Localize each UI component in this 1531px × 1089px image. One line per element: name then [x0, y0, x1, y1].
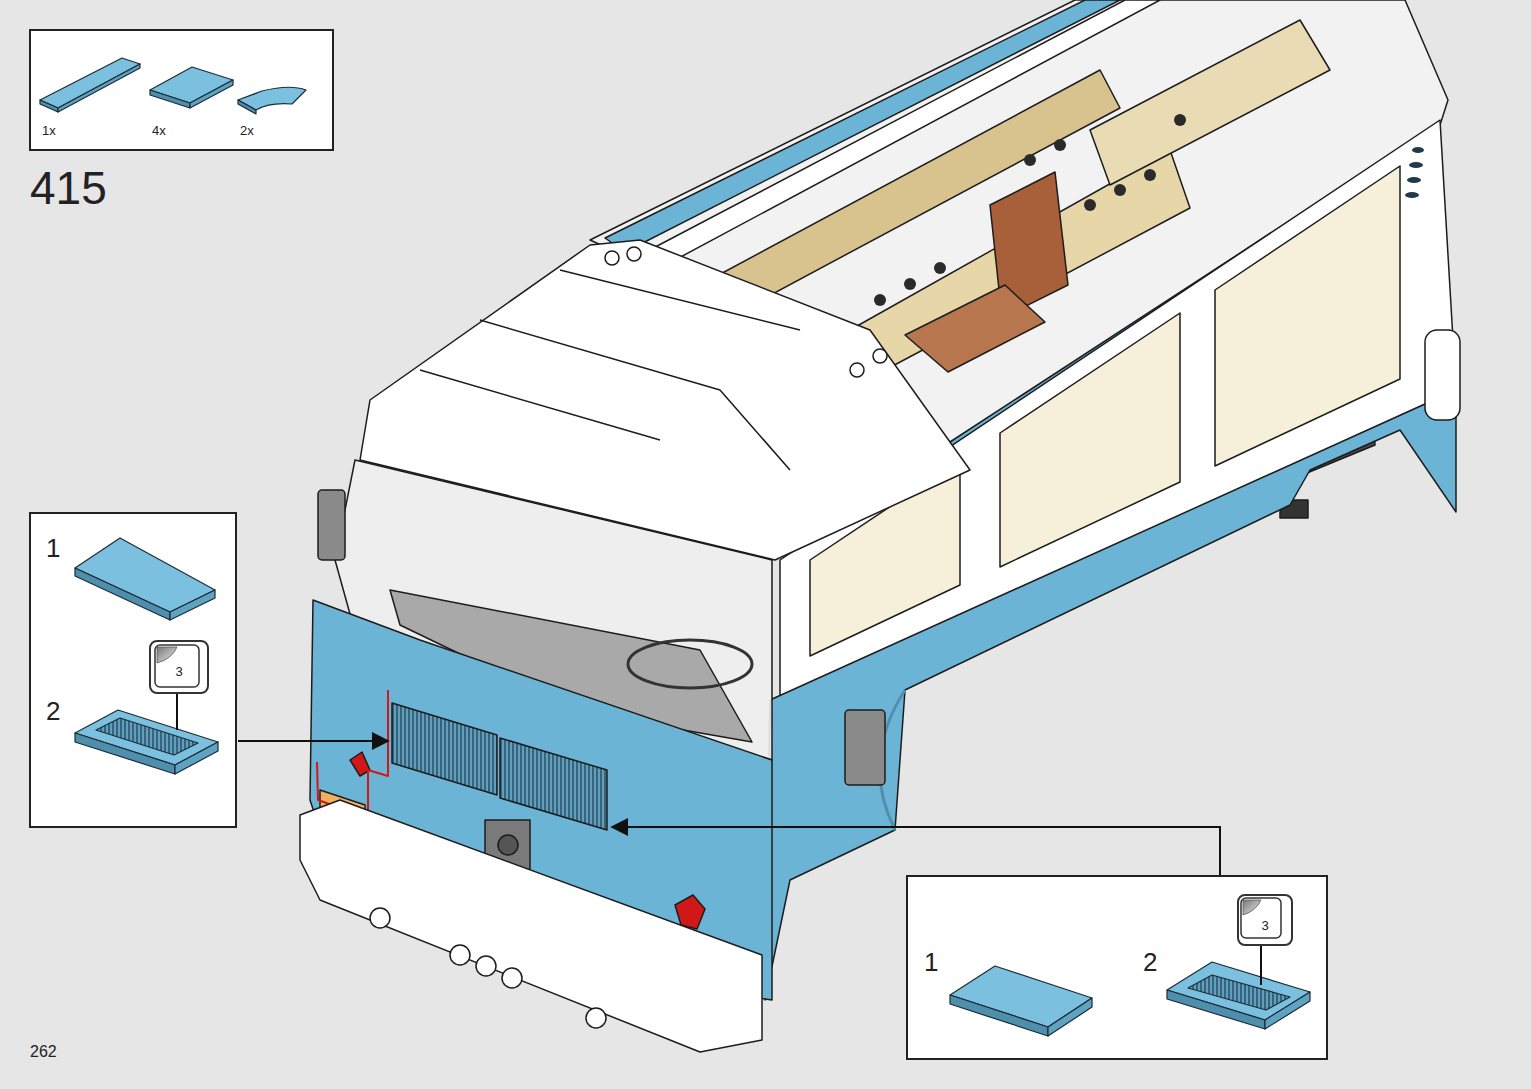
- bus-illustration: [873, 349, 887, 363]
- bus-illustration: [1054, 139, 1066, 151]
- bus-illustration: [300, 800, 762, 1052]
- part-drawing: [75, 538, 218, 774]
- bus-illustration: [370, 908, 390, 928]
- sticker-icon: [1243, 900, 1261, 915]
- callout-box: 1 2 3: [906, 875, 1328, 1060]
- bus-illustration: [480, 320, 790, 470]
- sticker-icon: [1241, 898, 1281, 938]
- leader-arrow: [238, 740, 388, 742]
- sticker-number: 3: [1239, 919, 1291, 932]
- part-drawing: [40, 58, 140, 108]
- bus-illustration: [1090, 20, 1330, 185]
- substep-number: 1: [924, 949, 938, 975]
- bus-illustration: [1215, 166, 1400, 466]
- callout-box: 1 2 3: [29, 512, 237, 828]
- part-drawing: [150, 90, 190, 108]
- part-drawing: [58, 64, 140, 112]
- box-ground: [906, 875, 1328, 1060]
- bus-illustration: [370, 908, 606, 1028]
- bus-illustration: [934, 262, 946, 274]
- bus-illustration: [874, 114, 1186, 306]
- bus-illustration: [1024, 154, 1036, 166]
- sticker-icon: [155, 645, 199, 730]
- bus-illustration: [1412, 147, 1424, 153]
- part-count: 2x: [240, 124, 254, 137]
- bus-illustration: [845, 710, 885, 785]
- bus-illustration: [628, 640, 752, 688]
- bus-illustration: [904, 278, 916, 290]
- part-drawing: [950, 962, 1310, 1036]
- box-ground: [29, 512, 237, 828]
- bus-illustration: [1084, 199, 1096, 211]
- bus-illustration: [502, 968, 522, 988]
- page-number: 262: [30, 1044, 57, 1060]
- substep-number: 1: [46, 535, 60, 561]
- sticker-icon: 3: [149, 640, 209, 694]
- bus-illustration: [392, 703, 497, 795]
- substep-number: 2: [1143, 949, 1157, 975]
- substep-number: 2: [46, 698, 60, 724]
- bus-illustration: [605, 247, 887, 377]
- bus-illustration: [1114, 184, 1126, 196]
- bus-illustration: [476, 956, 496, 976]
- step-number: 415: [30, 165, 107, 211]
- bus-illustration: [1174, 114, 1186, 126]
- bus-illustration: [1405, 192, 1419, 198]
- bus-illustration: [560, 270, 800, 330]
- bus-illustration: [500, 738, 607, 830]
- part-drawing: [75, 568, 170, 620]
- part-drawing: [1188, 975, 1290, 1010]
- bus-illustration: [627, 247, 641, 261]
- bus-illustration: [498, 835, 518, 855]
- box-ground: [29, 29, 334, 151]
- sticker-icon: [176, 694, 178, 730]
- sticker-icon: [1260, 945, 1262, 985]
- part-count: 4x: [152, 124, 166, 137]
- part-drawing: [190, 80, 233, 108]
- part-drawing: [40, 100, 58, 112]
- sticker-icon: [157, 647, 177, 663]
- bus-illustration: [420, 370, 660, 440]
- bus-illustration: [1405, 147, 1424, 198]
- bus-illustration: [700, 70, 1120, 322]
- bus-illustration: [905, 285, 1045, 372]
- bus-illustration: [874, 294, 886, 306]
- bus-illustration: [1425, 330, 1460, 420]
- leader-arrow: [612, 827, 1220, 875]
- part-drawing: [96, 718, 198, 755]
- bus-illustration: [318, 490, 345, 560]
- part-drawing: [1048, 998, 1092, 1036]
- bus-illustration: [1409, 162, 1423, 168]
- part-drawing: [170, 590, 215, 620]
- bus-illustration: [850, 363, 864, 377]
- parts-list-box: 1x 4x 2x: [29, 29, 334, 151]
- leader-arrow: [238, 741, 1220, 875]
- bus-illustration: [300, 0, 1460, 1052]
- bus-illustration: [586, 1008, 606, 1028]
- sticker-icon: [1241, 898, 1281, 985]
- sticker-icon: 3: [1237, 894, 1293, 946]
- sticker-number: 3: [151, 665, 207, 678]
- bus-illustration: [1407, 177, 1421, 183]
- bus-illustration: [605, 251, 619, 265]
- part-drawing: [238, 100, 256, 114]
- part-drawing: [40, 58, 306, 114]
- part-count: 1x: [42, 124, 56, 137]
- bus-illustration: [450, 945, 470, 965]
- bus-illustration: [1144, 169, 1156, 181]
- part-drawing: [950, 995, 1048, 1036]
